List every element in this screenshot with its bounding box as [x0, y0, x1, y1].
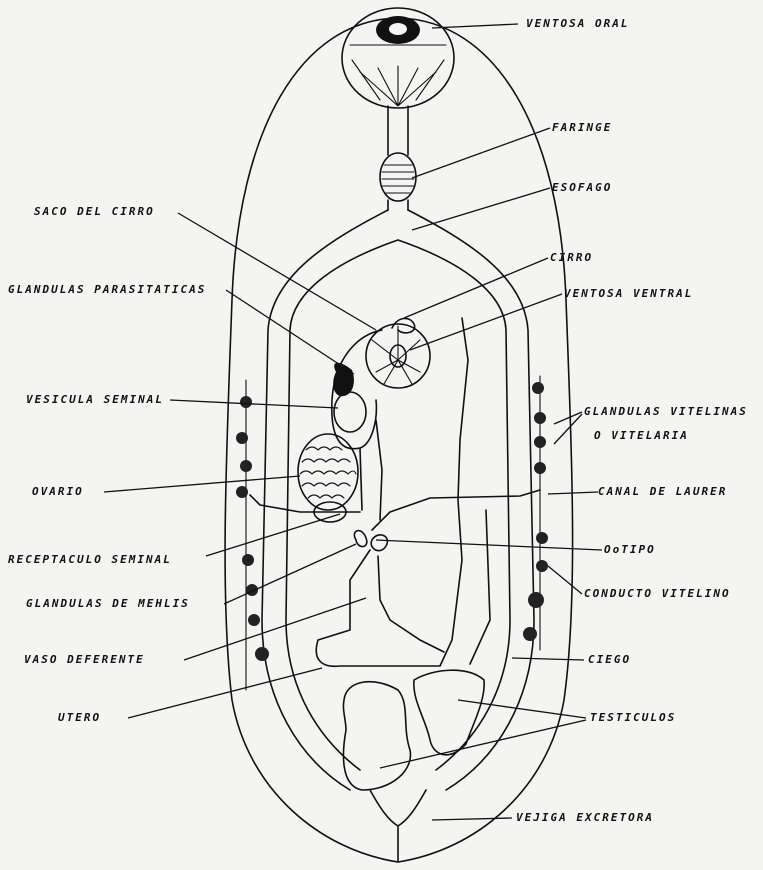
- oral-sucker: [342, 8, 454, 108]
- label-cirro: CIRRO: [550, 251, 593, 264]
- label-ovario: OVARIO: [32, 485, 84, 498]
- label-testiculos: TESTICULOS: [590, 711, 676, 724]
- excretory-vesicle: [370, 790, 426, 862]
- prepharynx: [388, 106, 408, 155]
- label-receptaculo-seminal: RECEPTACULO SEMINAL: [8, 553, 172, 566]
- vas-deferens: [378, 510, 490, 664]
- label-ootipo: OoTIPO: [604, 543, 656, 556]
- label-faringe: FARINGE: [552, 121, 612, 134]
- vitellaria-right: [523, 376, 548, 650]
- label-ciego: CIEGO: [588, 653, 631, 666]
- label-canal-de-laurer: CANAL DE LAURER: [598, 485, 727, 498]
- label-saco-del-cirro: SACO DEL CIRRO: [34, 205, 155, 218]
- testis-posterior: [414, 670, 484, 755]
- label-utero: UTERO: [58, 711, 101, 724]
- label-glandulas-vitelinas: GLANDULAS VITELINAS: [584, 405, 748, 418]
- label-ventosa-oral: VENTOSA ORAL: [526, 17, 629, 30]
- pharynx: [380, 153, 416, 201]
- label-vaso-deferente: VASO DEFERENTE: [24, 653, 145, 666]
- label-vejiga-excretora: VEJIGA EXCRETORA: [516, 811, 654, 824]
- label-conducto-vitelino: CONDUCTO VITELINO: [584, 587, 731, 600]
- label-o-vitelaria: O VITELARIA: [594, 429, 689, 442]
- leader-lines: [104, 24, 602, 820]
- seminal-vesicle: [334, 392, 366, 432]
- ventral-sucker: [366, 318, 430, 388]
- label-ventosa-ventral: VENTOSA VENTRAL: [564, 287, 693, 300]
- ovary: [298, 434, 358, 510]
- vitelline-duct: [250, 490, 540, 530]
- label-glandulas-parasitaticas: GLANDULAS PARASITATICAS: [8, 283, 206, 296]
- label-glandulas-de-mehlis: GLANDULAS DE MEHLIS: [26, 597, 190, 610]
- testis-anterior: [343, 682, 410, 790]
- label-vesicula-seminal: VESICULA SEMINAL: [26, 393, 164, 406]
- label-esofago: ESOFAGO: [552, 181, 612, 194]
